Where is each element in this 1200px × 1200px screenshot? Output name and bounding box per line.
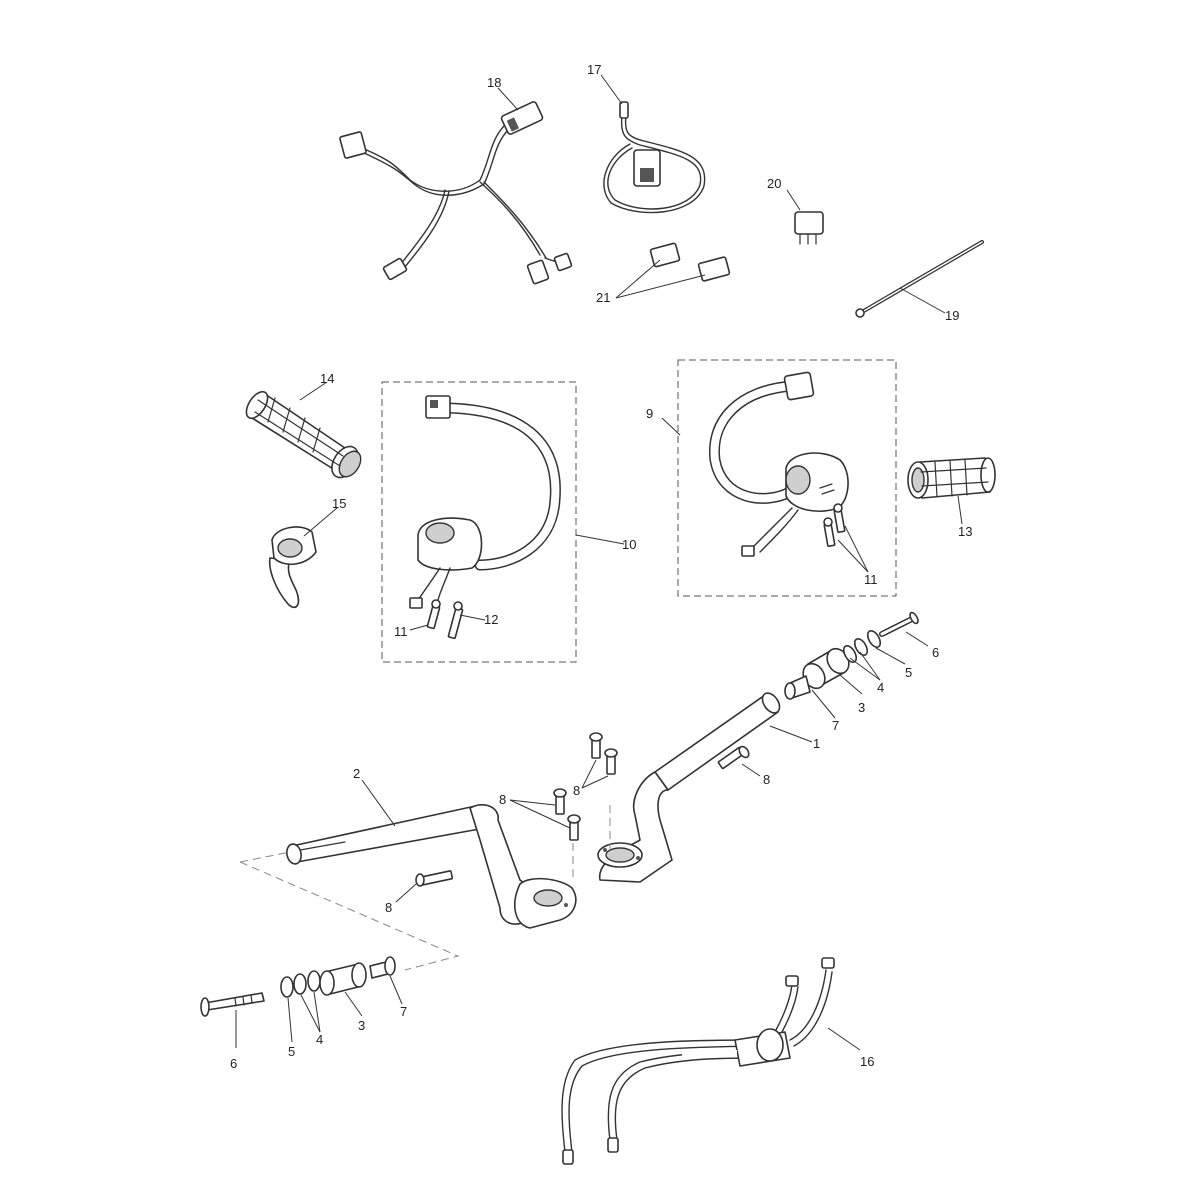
left-switch-group-box: [381, 381, 577, 663]
callout-1: 1: [813, 736, 820, 751]
callout-20: 20: [767, 176, 781, 191]
bar-end-weight-part-3-right[interactable]: [799, 645, 853, 693]
callout-3-left: 3: [358, 1018, 365, 1033]
callout-13: 13: [958, 524, 972, 539]
callout-4-right: 4: [877, 680, 884, 695]
callout-10: 10: [622, 537, 636, 552]
left-handlebar-part-2[interactable]: [285, 804, 577, 929]
screw-part-8-a[interactable]: [589, 732, 603, 759]
callout-21: 21: [596, 290, 610, 305]
alignment-line-left: [239, 851, 291, 863]
callout-9: 9: [646, 406, 653, 421]
washer-part-5-left[interactable]: [280, 976, 294, 998]
callout-18: 18: [487, 75, 501, 90]
callout-19: 19: [945, 308, 959, 323]
callout-8-right: 8: [763, 772, 770, 787]
connectors-part-21[interactable]: [649, 242, 731, 282]
callout-17: 17: [587, 62, 601, 77]
right-switch-cube-part-9[interactable]: [708, 371, 849, 557]
callout-12: 12: [484, 612, 498, 627]
screw-part-8-f[interactable]: [415, 870, 454, 887]
callout-11-right: 11: [864, 572, 878, 587]
callout-8-lower: 8: [385, 900, 392, 915]
washers-part-4-left[interactable]: [293, 970, 321, 995]
bar-end-weight-part-3-left[interactable]: [319, 962, 367, 996]
callout-2: 2: [353, 766, 360, 781]
right-switch-group-box: [677, 359, 897, 597]
wiring-harness-part-18[interactable]: [339, 101, 573, 285]
callout-5-right: 5: [905, 665, 912, 680]
callout-11-left: 11: [394, 624, 408, 639]
right-grip-part-13[interactable]: [907, 457, 996, 499]
washer-part-5-right[interactable]: [865, 629, 883, 650]
screw-part-8-b[interactable]: [604, 748, 618, 775]
switch-lead-part-17[interactable]: [603, 101, 706, 214]
callout-6-left: 6: [230, 1056, 237, 1071]
callout-8-mid: 8: [499, 792, 506, 807]
callout-5-left: 5: [288, 1044, 295, 1059]
callout-7-left: 7: [400, 1004, 407, 1019]
washers-part-4-right[interactable]: [841, 637, 870, 665]
throttle-cables-part-16[interactable]: [561, 957, 835, 1165]
callout-15: 15: [332, 496, 346, 511]
screw-part-8-d[interactable]: [567, 814, 581, 841]
right-handlebar-part-1[interactable]: [597, 690, 783, 883]
leader-lines: [235, 74, 963, 1051]
callout-8-top: 8: [573, 783, 580, 798]
relay-part-20[interactable]: [794, 211, 824, 245]
left-grip-part-14[interactable]: [242, 388, 365, 482]
bolt-part-6-left[interactable]: [200, 992, 265, 1017]
throttle-tube-part-15[interactable]: [268, 526, 317, 609]
callout-labels: 1 2 3 3 4 4 5 5 6 6 7 7 8 8 8 8 9 10 11 …: [230, 62, 972, 1071]
callout-7-right: 7: [832, 718, 839, 733]
left-switch-cube-part-10[interactable]: [409, 395, 561, 609]
callout-16: 16: [860, 1054, 874, 1069]
screw-part-8-c[interactable]: [553, 788, 567, 815]
callout-3-right: 3: [858, 700, 865, 715]
screw-part-12[interactable]: [447, 601, 464, 640]
spacer-part-7-right[interactable]: [784, 675, 811, 700]
screw-part-11-left[interactable]: [426, 599, 441, 630]
callout-14: 14: [320, 371, 334, 386]
screw-part-8-e[interactable]: [717, 745, 751, 770]
callout-4-left: 4: [316, 1032, 323, 1047]
screw-part-11-right-a[interactable]: [823, 517, 836, 547]
screw-part-11-right-b[interactable]: [833, 503, 846, 533]
cable-tie-part-19[interactable]: [855, 240, 984, 318]
alignment-line-lower: [239, 861, 460, 971]
callout-6-right: 6: [932, 645, 939, 660]
bolt-part-6-right[interactable]: [879, 611, 920, 637]
spacer-part-7-left[interactable]: [369, 956, 396, 979]
